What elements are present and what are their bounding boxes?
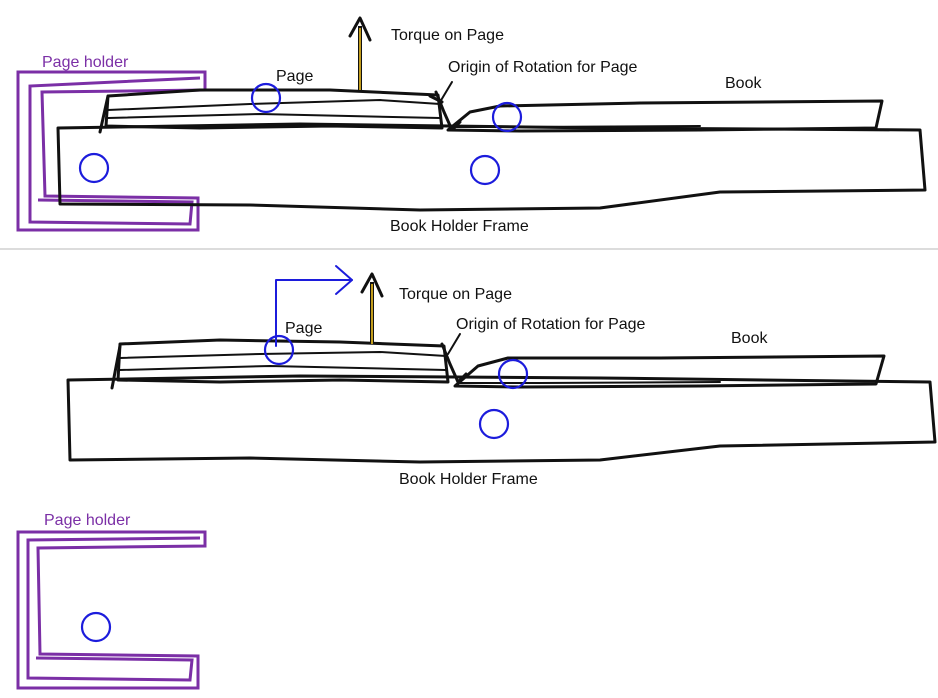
book-shape — [446, 99, 884, 133]
panel-divider — [0, 248, 938, 250]
torque-label: Torque on Page — [391, 27, 504, 44]
book-label: Book — [725, 75, 762, 92]
origin-pointer-line — [447, 333, 461, 355]
holder-pivot-circle — [80, 611, 112, 643]
frame-pivot-circle — [478, 408, 510, 440]
diagram-panel-bottom: Page Torque on Page Origin of Rotation f… — [0, 250, 938, 698]
force-direction-arrow — [275, 265, 353, 347]
book-label: Book — [731, 330, 768, 347]
page-holder-shape — [16, 70, 207, 232]
page-pivot-circle — [250, 82, 282, 114]
book-shape — [453, 354, 886, 389]
page-label: Page — [285, 320, 323, 337]
origin-pointer-line — [439, 81, 453, 103]
frame-pivot-circle — [469, 154, 501, 186]
frame-label: Book Holder Frame — [390, 218, 529, 235]
book-holder-frame-shape — [66, 374, 937, 464]
page-holder-label: Page holder — [44, 512, 131, 529]
book-pivot-circle — [491, 101, 523, 133]
page-shape — [98, 88, 462, 134]
origin-label: Origin of Rotation for Page — [456, 316, 646, 333]
page-pivot-circle — [263, 334, 295, 366]
origin-label: Origin of Rotation for Page — [448, 59, 638, 76]
sketch-canvas-bottom — [16, 265, 937, 690]
book-pivot-circle — [497, 358, 529, 390]
page-label: Page — [276, 68, 314, 85]
torque-arrow — [360, 272, 384, 344]
torque-label: Torque on Page — [399, 286, 512, 303]
torque-arrow — [348, 16, 372, 90]
frame-label: Book Holder Frame — [399, 471, 538, 488]
holder-pivot-circle — [78, 152, 110, 184]
page-shape — [110, 338, 468, 390]
page-holder-label: Page holder — [42, 54, 129, 71]
sketch-canvas-top — [16, 16, 927, 232]
diagram-panel-top: Page holder Page Torque on Page Origin o… — [0, 0, 938, 248]
page-holder-shape — [16, 530, 207, 690]
